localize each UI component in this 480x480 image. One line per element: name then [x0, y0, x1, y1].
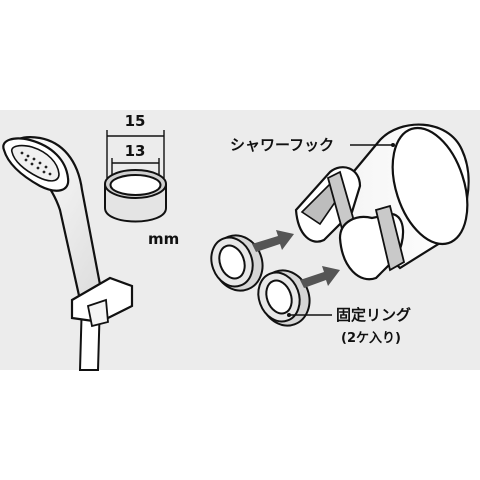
insert-arrow-1 — [252, 230, 294, 252]
insert-arrow-2 — [300, 266, 340, 288]
fixing-ring-label: 固定リング — [336, 306, 411, 324]
shower-hook-illustration — [294, 123, 470, 281]
shower-hook-label: シャワーフック — [230, 136, 334, 154]
outer-diameter-label: 15 — [125, 112, 146, 130]
inner-diameter-label: 13 — [125, 142, 146, 160]
fixing-ring-2 — [257, 269, 311, 327]
fixing-ring-1 — [210, 234, 264, 292]
unit-label: mm — [148, 230, 179, 248]
ring-leader-dot — [287, 313, 291, 317]
dimension-ring — [104, 169, 167, 223]
hook-leader-dot — [391, 143, 395, 147]
fixing-ring-qty-label: (2ケ入り) — [341, 331, 401, 346]
shower-head-illustration — [2, 136, 134, 371]
